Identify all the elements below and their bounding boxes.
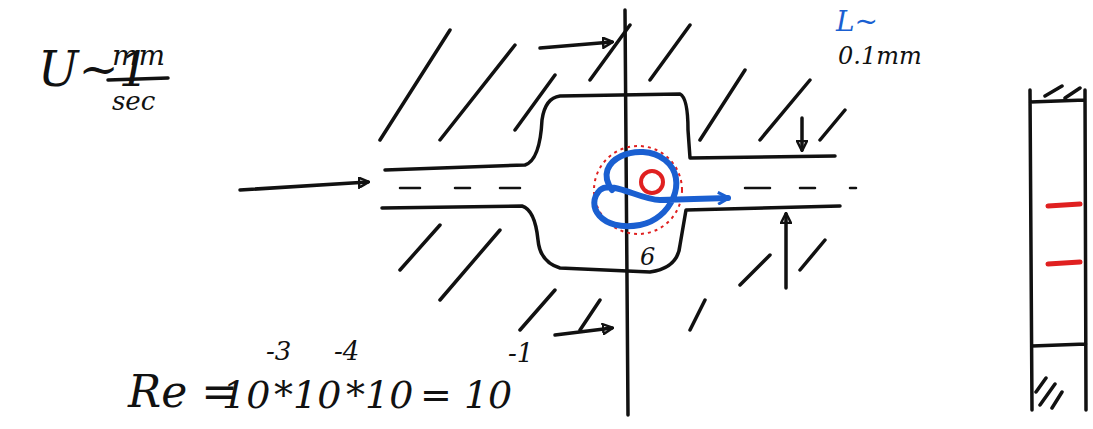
result-base: = 10 <box>420 376 512 414</box>
unit-denominator: sec <box>112 88 155 114</box>
factor-base: *10 <box>274 376 341 414</box>
unit-numerator: mm <box>112 42 165 70</box>
exponent: -4 <box>334 338 359 364</box>
reynolds-label: Re = <box>128 370 238 414</box>
factor-base: 10 <box>222 376 270 414</box>
exponent: -3 <box>266 338 291 364</box>
exponent: 6 <box>640 245 655 269</box>
factor-base: *10 <box>346 376 413 414</box>
length-symbol: L~ <box>836 8 878 36</box>
exponent: -1 <box>508 340 533 366</box>
length-value: 0.1mm <box>838 44 922 68</box>
